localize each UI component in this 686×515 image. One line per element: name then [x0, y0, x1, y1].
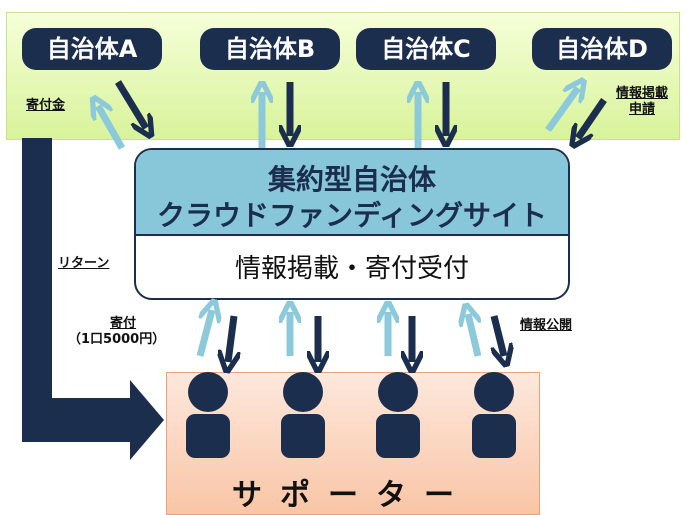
donation-unit-label: （1口5000円） [68, 332, 166, 347]
crowdfunding-site-box: 集約型自治体 クラウドファンディングサイト 情報掲載・寄付受付 [134, 148, 570, 300]
site-title-line1: 集約型自治体 [267, 163, 436, 196]
return-arrow [22, 138, 164, 460]
request-arrow-a [115, 80, 146, 128]
disclosure-arrow-1 [228, 315, 234, 362]
disclosure-arrow-4 [494, 315, 504, 356]
request-arrow-d [578, 98, 607, 138]
supporter-figure-1 [186, 372, 230, 458]
site-header: 集約型自治体 クラウドファンディングサイト [136, 150, 568, 236]
municipality-b: 自治体B [200, 28, 340, 70]
donation-arrow-4 [468, 314, 478, 357]
municipality-a: 自治体A [22, 28, 162, 70]
info-request-line1: 情報掲載 [615, 86, 668, 101]
up-arrow-d [545, 88, 578, 133]
info-disclosure-label: 情報公開 [520, 318, 573, 333]
return-label: リターン [58, 256, 110, 271]
info-request-line2: 申請 [628, 102, 655, 117]
donation-label: 寄付 [110, 316, 137, 331]
supporter-figure-3 [376, 372, 420, 458]
supporter-figure-4 [472, 372, 516, 458]
supporter-label: サポーター [232, 478, 472, 513]
donation-arrow-1 [196, 310, 212, 357]
donation-money-label: 寄付金 [26, 98, 66, 113]
municipality-d: 自治体D [532, 28, 672, 70]
info-request-label: 情報掲載 申請 [610, 86, 674, 118]
site-subtitle: 情報掲載・寄付受付 [234, 254, 469, 284]
supporter-figure-2 [281, 372, 325, 458]
municipality-c: 自治体C [356, 28, 496, 70]
site-title-line2: クラウドファンディングサイト [156, 199, 548, 232]
donation-arrow-a [98, 106, 126, 150]
